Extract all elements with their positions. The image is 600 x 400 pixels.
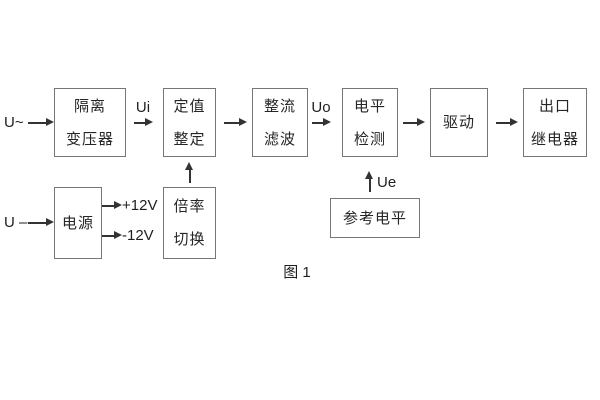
block-isolation-transformer: 隔离 变压器 <box>54 88 126 157</box>
arrow-minus12v-icon <box>102 232 122 239</box>
arrow-ratio-to-setting-icon <box>186 162 193 183</box>
block-reference-level-label: 参考电平 <box>342 209 407 227</box>
block-ratio-switch-line1: 倍率 <box>173 198 206 215</box>
arrow-plus12v-icon <box>102 202 122 209</box>
block-value-setting-line2: 整定 <box>173 130 206 148</box>
block-level-detection: 电平 检测 <box>342 88 398 157</box>
arrow-ui-icon <box>134 119 153 126</box>
label-dc-input: U – <box>4 214 28 231</box>
arrow-ac-input-icon <box>28 119 54 126</box>
block-power-supply: 电源 <box>54 187 102 259</box>
block-level-detection-line2: 检测 <box>353 130 386 148</box>
block-rectify-filter-line2: 滤波 <box>263 130 296 148</box>
block-rectify-filter-line1: 整流 <box>263 97 296 115</box>
block-isolation-transformer-line1: 隔离 <box>73 97 106 115</box>
block-output-relay-line1: 出口 <box>538 97 571 115</box>
arrow-detect-to-drive-icon <box>403 119 425 126</box>
block-drive: 驱动 <box>430 88 488 157</box>
label-ue: Ue <box>377 174 397 191</box>
block-power-supply-label: 电源 <box>61 214 94 232</box>
block-reference-level: 参考电平 <box>330 198 420 238</box>
label-minus12v: -12V <box>122 227 154 244</box>
label-uo: Uo <box>311 99 331 116</box>
arrow-uo-icon <box>312 119 331 126</box>
label-ac-input: U~ <box>4 114 24 131</box>
block-ratio-switch-line2: 切换 <box>173 231 206 248</box>
block-ratio-switch: 倍率 切换 <box>163 187 216 259</box>
arrow-setting-to-rectifier-icon <box>224 119 247 126</box>
block-isolation-transformer-line2: 变压器 <box>65 130 114 148</box>
figure-caption: 图 1 <box>283 264 311 281</box>
block-output-relay: 出口 继电器 <box>523 88 587 157</box>
block-output-relay-line2: 继电器 <box>530 130 579 148</box>
label-ui: Ui <box>135 99 151 116</box>
arrow-ue-icon <box>366 171 373 192</box>
label-plus12v: +12V <box>122 197 158 214</box>
block-rectify-filter: 整流 滤波 <box>252 88 308 157</box>
arrow-drive-to-relay-icon <box>496 119 518 126</box>
arrow-dc-input-icon <box>28 219 54 226</box>
block-value-setting-line1: 定值 <box>173 97 206 115</box>
block-drive-label: 驱动 <box>442 114 475 131</box>
block-level-detection-line1: 电平 <box>353 97 386 115</box>
block-value-setting: 定值 整定 <box>163 88 216 157</box>
